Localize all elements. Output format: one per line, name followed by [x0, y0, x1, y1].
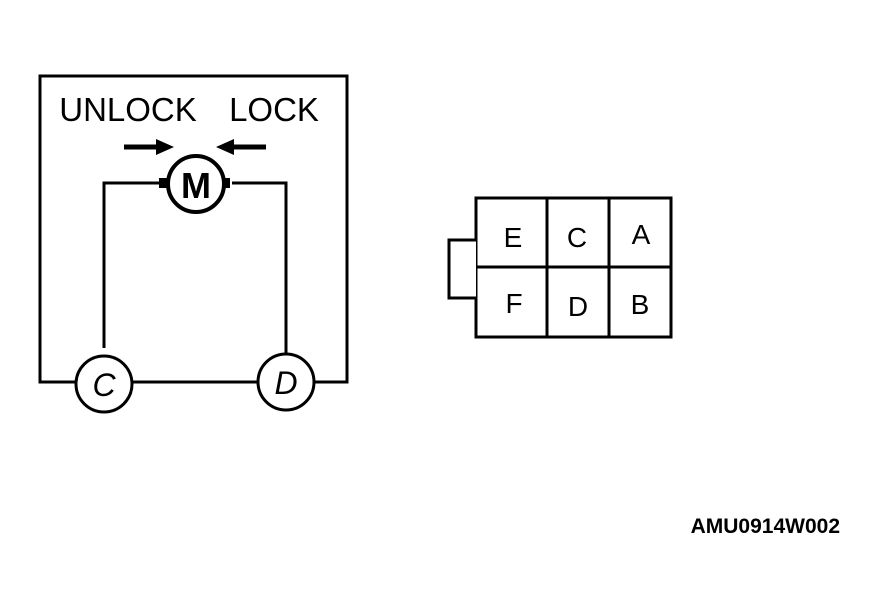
- terminal-d: D: [256, 352, 316, 412]
- pin-c: C: [567, 222, 587, 253]
- lock-label: LOCK: [229, 91, 319, 128]
- pin-a: A: [632, 219, 651, 250]
- terminal-c: C: [74, 354, 134, 414]
- arrow-left-icon: [216, 139, 266, 155]
- unlock-label: UNLOCK: [59, 91, 197, 128]
- terminal-d-label: D: [274, 365, 297, 401]
- pin-b: B: [631, 289, 650, 320]
- motor-icon: M: [166, 154, 226, 214]
- pin-d: D: [568, 291, 588, 322]
- motor-label: M: [181, 165, 211, 206]
- motor-left-wire: [102, 181, 162, 348]
- housing-outline: [38, 74, 349, 384]
- pin-e: E: [504, 222, 523, 253]
- arrow-right-icon: [124, 139, 174, 155]
- motor-right-brush: [222, 178, 230, 188]
- motor-left-brush: [159, 178, 167, 188]
- connector-latch: [447, 238, 476, 300]
- pin-f: F: [505, 288, 522, 319]
- motor-right-wire: [232, 181, 288, 355]
- connector: E C A F D B: [447, 196, 673, 339]
- terminal-c-label: C: [92, 367, 116, 403]
- figure-code: AMU0914W002: [691, 515, 840, 538]
